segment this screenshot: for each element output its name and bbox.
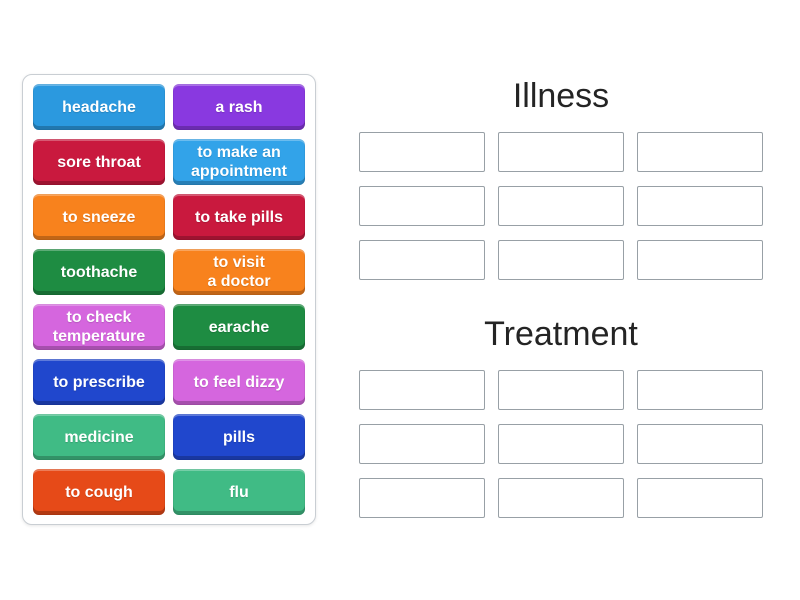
word-tile-sore-throat[interactable]: sore throat [33, 139, 165, 185]
word-tile-medicine[interactable]: medicine [33, 414, 165, 460]
illness-slot-3[interactable] [637, 132, 763, 172]
word-tile-to-check-temperature[interactable]: to check temperature [33, 304, 165, 350]
treatment-slot-9[interactable] [637, 478, 763, 518]
word-tile-toothache[interactable]: toothache [33, 249, 165, 295]
treatment-slot-6[interactable] [637, 424, 763, 464]
illness-slot-7[interactable] [359, 240, 485, 280]
illness-slot-1[interactable] [359, 132, 485, 172]
treatment-slot-2[interactable] [498, 370, 624, 410]
word-tile-to-feel-dizzy[interactable]: to feel dizzy [173, 359, 305, 405]
group-title-treatment: Treatment [484, 315, 638, 353]
word-tile-earache[interactable]: earache [173, 304, 305, 350]
illness-slot-grid [359, 132, 763, 280]
word-tile-to-visit-a-doctor[interactable]: to visit a doctor [173, 249, 305, 295]
group-illness: Illness [359, 74, 763, 280]
treatment-slot-5[interactable] [498, 424, 624, 464]
group-treatment: Treatment [359, 312, 763, 518]
illness-slot-2[interactable] [498, 132, 624, 172]
word-tile-to-sneeze[interactable]: to sneeze [33, 194, 165, 240]
word-tile-to-take-pills[interactable]: to take pills [173, 194, 305, 240]
word-tile-to-prescribe[interactable]: to prescribe [33, 359, 165, 405]
word-tile-to-make-an-appointment[interactable]: to make an appointment [173, 139, 305, 185]
illness-slot-8[interactable] [498, 240, 624, 280]
word-tile-pills[interactable]: pills [173, 414, 305, 460]
treatment-slot-8[interactable] [498, 478, 624, 518]
treatment-slot-grid [359, 370, 763, 518]
group-title-illness: Illness [512, 77, 610, 115]
treatment-slot-4[interactable] [359, 424, 485, 464]
treatment-slot-7[interactable] [359, 478, 485, 518]
treatment-slot-1[interactable] [359, 370, 485, 410]
word-tile-flu[interactable]: flu [173, 469, 305, 515]
illness-slot-6[interactable] [637, 186, 763, 226]
illness-slot-4[interactable] [359, 186, 485, 226]
word-tile-headache[interactable]: headache [33, 84, 165, 130]
illness-slot-5[interactable] [498, 186, 624, 226]
word-tile-a-rash[interactable]: a rash [173, 84, 305, 130]
word-tile-to-cough[interactable]: to cough [33, 469, 165, 515]
illness-slot-9[interactable] [637, 240, 763, 280]
treatment-slot-3[interactable] [637, 370, 763, 410]
